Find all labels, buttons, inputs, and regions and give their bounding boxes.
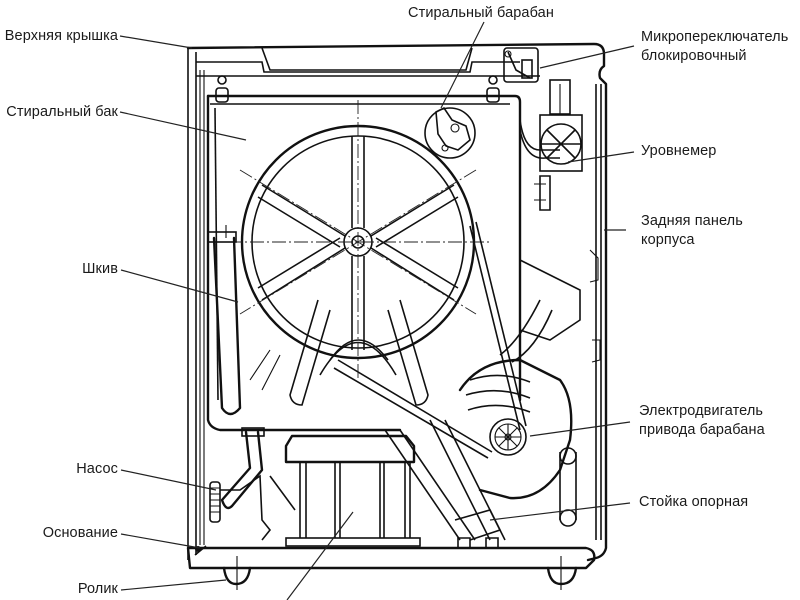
label-support-post-text: Стойка опорная: [639, 494, 749, 510]
drive-belt: [333, 221, 527, 459]
heating-elements: [249, 299, 429, 406]
rear-panel: [589, 84, 602, 540]
label-microswitch: Микропереключатель блокировочный: [641, 28, 788, 66]
counterweight: [284, 434, 421, 547]
drum-bearing: [424, 106, 476, 159]
label-motor-line1: Электродвигатель: [639, 403, 764, 419]
label-pump-text: Насос: [76, 461, 118, 477]
label-base: Основание: [0, 524, 118, 543]
support-post: [384, 419, 577, 541]
suspension-hooks: [215, 75, 500, 103]
label-rear-panel-line2: корпуса: [641, 232, 695, 248]
label-microswitch-line2: блокировочный: [641, 48, 747, 64]
label-base-text: Основание: [42, 525, 118, 541]
wash-tank: [206, 94, 560, 432]
label-support-post: Стойка опорная: [639, 493, 748, 512]
label-pulley: Шкив: [0, 260, 118, 279]
label-top-cover-text: Верхняя крышка: [4, 28, 118, 44]
label-top-cover: Верхняя крышка: [0, 27, 118, 46]
label-rear-panel: Задняя панель корпуса: [641, 212, 743, 250]
label-pulley-text: Шкив: [82, 261, 118, 277]
label-level-gauge: Уровнемер: [641, 142, 716, 161]
centerlines: [228, 100, 490, 380]
label-wash-drum: Стиральный барабан: [408, 4, 554, 23]
leader-lines: [119, 21, 635, 600]
label-rear-panel-line1: Задняя панель: [641, 213, 743, 229]
label-wash-tank-text: Стиральный бак: [6, 104, 118, 120]
housing: [186, 42, 608, 562]
base-frame: [186, 537, 596, 570]
label-motor: Электродвигатель привода барабана: [639, 402, 765, 440]
drain-hose: [207, 225, 242, 416]
label-motor-line2: привода барабана: [639, 422, 765, 438]
label-wash-tank: Стиральный бак: [0, 103, 118, 122]
drain-pump: [209, 427, 296, 541]
label-roller-text: Ролик: [77, 581, 118, 597]
drive-motor: [458, 259, 581, 500]
label-pump: Насос: [0, 460, 118, 479]
label-microswitch-line1: Микропереключатель: [641, 29, 789, 45]
lock-microswitch: [503, 47, 539, 83]
level-gauge: [534, 79, 583, 211]
label-roller: Ролик: [0, 580, 118, 599]
label-level-gauge-text: Уровнемер: [641, 143, 717, 159]
label-wash-drum-text: Стиральный барабан: [408, 5, 554, 21]
rollers: [222, 556, 578, 590]
